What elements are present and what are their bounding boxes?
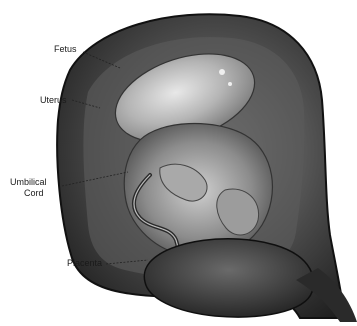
label-umbilical-cord-line2: Cord — [24, 188, 44, 198]
label-umbilical-cord-line1: Umbilical — [10, 177, 47, 187]
label-uterus: Uterus — [40, 95, 67, 105]
label-placenta: Placenta — [67, 258, 102, 268]
label-fetus: Fetus — [54, 44, 77, 54]
highlight-dot — [228, 82, 232, 86]
highlight-dot — [219, 69, 225, 75]
placenta — [144, 239, 313, 317]
